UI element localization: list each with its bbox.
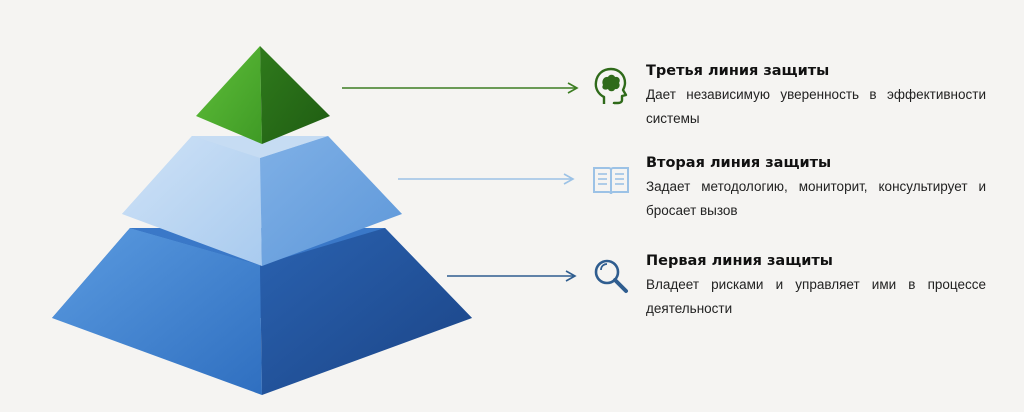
level-third: Третья линия защиты Дает независимую уве… xyxy=(646,61,986,131)
head-brain-icon xyxy=(594,67,628,105)
level-first-desc: Владеет рисками и управляет ими в процес… xyxy=(646,277,986,316)
level-second-desc: Задает методологию, мониторит, консульти… xyxy=(646,179,986,218)
magnifier-icon xyxy=(594,259,628,293)
open-book-icon xyxy=(593,167,629,195)
level-third-desc: Дает независимую уверенность в эффективн… xyxy=(646,87,986,126)
level-first-title: Первая линия защиты xyxy=(646,253,833,269)
pyramid-tier-middle xyxy=(122,136,402,266)
pyramid-tier-top xyxy=(196,46,330,144)
level-first: Первая линия защиты Владеет рисками и уп… xyxy=(646,251,986,321)
level-second: Вторая линия защиты Задает методологию, … xyxy=(646,153,986,223)
level-third-title: Третья линия защиты xyxy=(646,63,830,79)
level-second-title: Вторая линия защиты xyxy=(646,155,832,171)
